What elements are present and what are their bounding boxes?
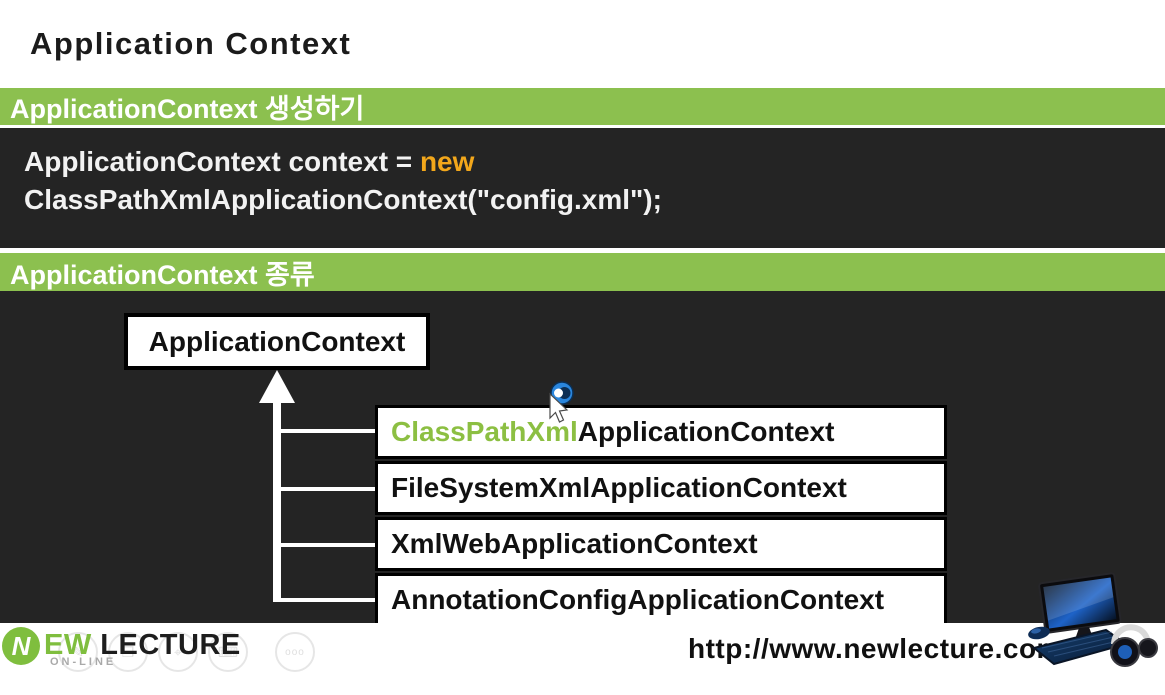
code-block: ApplicationContext context = new ClassPa… (0, 128, 1165, 248)
section-heading-types-label: ApplicationContext 종류 (10, 259, 315, 290)
brand-subtitle: ON-LINE (50, 656, 117, 668)
computer-illustration (1022, 572, 1165, 689)
brand-text: EW LECTURE (44, 629, 241, 661)
section-heading-types: ApplicationContext 종류 (0, 253, 1165, 291)
pencil-icon: ✎ (58, 632, 98, 672)
class-box-xmlweb: XmlWebApplicationContext (375, 517, 947, 571)
keyboard-icon: ⌨ (208, 632, 248, 672)
tablet-icon: ❐ (108, 632, 148, 672)
parent-class-box: ApplicationContext (124, 313, 430, 370)
branch-line (277, 598, 376, 602)
branch-line (277, 429, 376, 433)
record-badge-icon (550, 381, 574, 405)
mouse-cursor (543, 381, 583, 432)
cursor-icon (549, 381, 574, 423)
section-heading-create-label: ApplicationContext 생성하기 (10, 94, 365, 124)
branch-line (277, 543, 376, 547)
computer-icon (1028, 572, 1158, 667)
pointer-icon: ⌖ (158, 632, 198, 672)
inheritance-arrow-stem (273, 401, 281, 602)
newlecture-logo-icon: N (2, 627, 40, 665)
ellipsis-icon: ooo (275, 632, 315, 672)
keyword-new: new (419, 146, 475, 177)
inheritance-arrow-head (259, 370, 295, 403)
code-line-1: ApplicationContext context = new (24, 146, 475, 177)
site-url: http://www.newlecture.com (688, 633, 1062, 664)
branch-line (277, 487, 376, 491)
class-box-filesystemxml: FileSystemXmlApplicationContext (375, 461, 947, 515)
section-heading-create: ApplicationContext 생성하기 (0, 88, 1165, 125)
code-line-2: ClassPathXmlApplicationContext("config.x… (24, 184, 662, 215)
class-box-annotationconfig: AnnotationConfigApplicationContext (375, 573, 947, 627)
page-title: Application Context (30, 26, 352, 61)
